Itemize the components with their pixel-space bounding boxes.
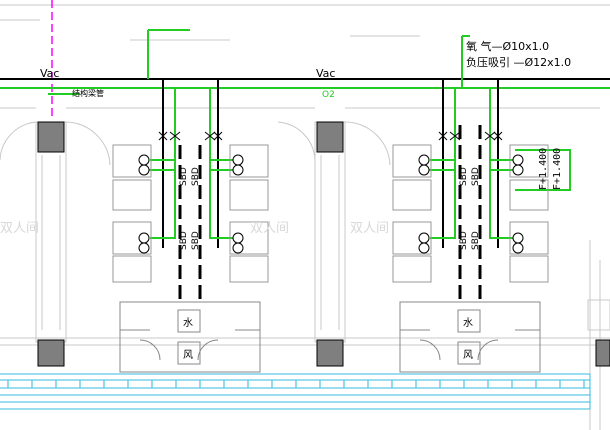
sink-label: 水 <box>183 317 193 329</box>
sbd-label: SBD <box>191 167 201 186</box>
o2-label-right: O2 <box>322 90 335 100</box>
sbd-label: SBD <box>471 231 481 250</box>
oxygen-main-pipe <box>0 29 610 95</box>
elevation-label: F+1.400 <box>538 148 549 190</box>
room-label: 双人间 <box>0 221 39 236</box>
bed-unit-left: SBD SBD SBD SBD 水 风 <box>112 79 269 373</box>
window-band <box>0 373 591 410</box>
room-label: 双人间 <box>350 221 389 236</box>
sbd-label: SBD <box>179 167 189 186</box>
sbd-label: SBD <box>471 167 481 186</box>
legend-vacuum: 负压吸引 —Ø12x1.0 <box>466 55 571 69</box>
sbd-label: SBD <box>179 231 189 250</box>
wall-columns <box>37 121 610 367</box>
bed-unit-right: SBD SBD SBD SBD 水 风 <box>392 79 571 373</box>
pipe-note-label: 结构梁管 <box>72 88 104 98</box>
vent-label: 风 <box>463 349 473 361</box>
legend-oxygen: 氧 气—Ø10x1.0 <box>466 39 549 53</box>
sbd-label: SBD <box>191 231 201 250</box>
sbd-label: SBD <box>459 231 469 250</box>
elevation-label: F+1.400 <box>552 148 563 190</box>
window-ticks <box>7 380 585 388</box>
vent-label: 风 <box>183 349 193 361</box>
sbd-label: SBD <box>459 167 469 186</box>
vac-label-right: Vac <box>316 67 335 80</box>
vac-label-left: Vac <box>40 67 59 80</box>
sink-label: 水 <box>463 317 473 329</box>
room-label: 双人间 <box>250 221 289 236</box>
